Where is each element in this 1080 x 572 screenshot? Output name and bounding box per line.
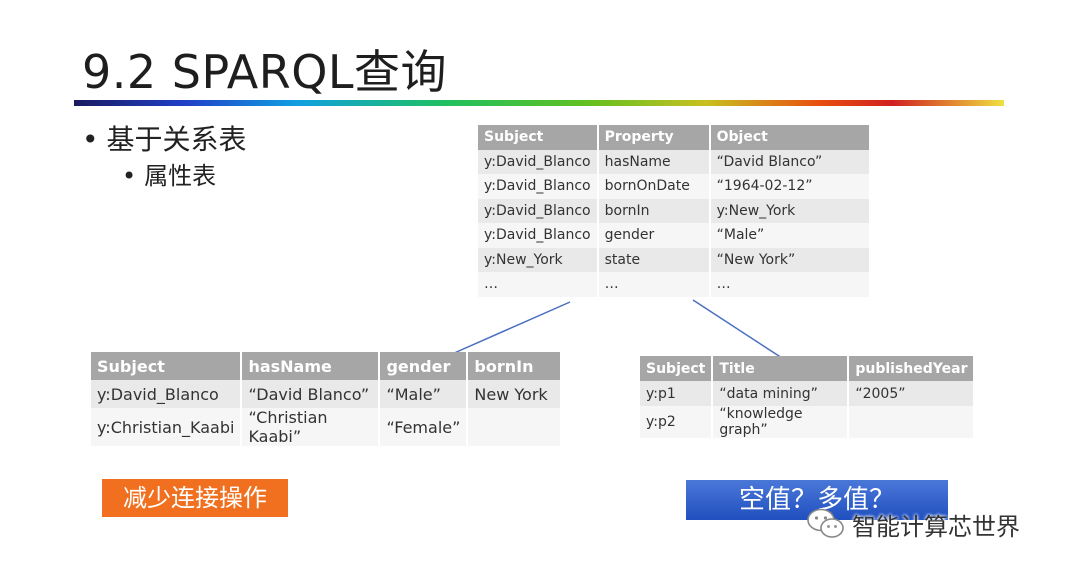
title-underline xyxy=(74,100,1004,106)
watermark-text: 智能计算芯世界 xyxy=(852,512,1020,541)
bullet-level2-text: 属性表 xyxy=(144,162,217,190)
table-cell: New York xyxy=(467,380,563,408)
table-cell: “New York” xyxy=(709,247,871,272)
connector-right xyxy=(692,299,783,359)
header-cell: bornIn xyxy=(467,352,563,380)
header-cell: Property xyxy=(597,125,711,150)
table-cell: “knowledge graph” xyxy=(712,406,850,438)
table-cell: y:David_Blanco xyxy=(478,198,599,223)
header-cell: Title xyxy=(712,356,850,381)
watermark: 智能计算芯世界 xyxy=(806,506,1020,542)
table-cell: y:Christian_Kaabi xyxy=(91,408,243,446)
table-cell: “Male” xyxy=(709,223,871,248)
table-cell: … xyxy=(709,272,871,297)
reduce-joins-callout: 减少连接操作 xyxy=(102,479,288,517)
table-cell: “Christian Kaabi” xyxy=(241,408,381,446)
table-row: y:David_Blanco bornIn y:New_York xyxy=(478,198,871,223)
table-cell: y:David_Blanco xyxy=(91,380,243,408)
property-table: Subject hasName gender bornIn y:David_Bl… xyxy=(91,352,563,446)
wechat-icon xyxy=(807,508,844,538)
bullet-level1-text: 基于关系表 xyxy=(106,123,247,156)
table-header-row: Subject hasName gender bornIn xyxy=(91,352,563,380)
header-cell: Subject xyxy=(91,352,243,380)
table-cell: … xyxy=(597,272,711,297)
connector-left xyxy=(451,301,571,355)
table-cell: y:New_York xyxy=(709,198,871,223)
table-cell: bornIn xyxy=(597,198,711,223)
table-cell: “David Blanco” xyxy=(709,149,871,174)
table-cell: state xyxy=(597,247,711,272)
table-row: y:Christian_Kaabi “Christian Kaabi” “Fem… xyxy=(91,408,563,446)
table-row: y:David_Blanco hasName “David Blanco” xyxy=(478,149,871,174)
table-row: y:David_Blanco bornOnDate “1964-02-12” xyxy=(478,174,871,199)
table-row: y:New_York state “New York” xyxy=(478,247,871,272)
publication-table: Subject Title publishedYear y:p1 “data m… xyxy=(640,356,976,438)
table-cell: bornOnDate xyxy=(597,174,711,199)
table-row: y:p1 “data mining” “2005” xyxy=(640,381,976,406)
triple-table: Subject Property Object y:David_Blanco h… xyxy=(478,125,871,297)
table-cell: y:p2 xyxy=(640,406,714,438)
table-cell: y:p1 xyxy=(640,381,714,406)
bullet-dot: • xyxy=(122,162,137,190)
header-cell: gender xyxy=(379,352,469,380)
header-cell: Subject xyxy=(640,356,714,381)
table-cell: “2005” xyxy=(848,381,976,406)
header-cell: Subject xyxy=(478,125,599,150)
bullet-level2: •属性表 xyxy=(122,156,216,191)
table-cell xyxy=(467,408,563,446)
table-cell xyxy=(848,406,976,438)
table-cell: “Male” xyxy=(379,380,469,408)
header-cell: Object xyxy=(709,125,871,150)
table-cell: … xyxy=(478,272,599,297)
table-row: y:David_Blanco gender “Male” xyxy=(478,223,871,248)
table-cell: gender xyxy=(597,223,711,248)
table-row: … … … xyxy=(478,272,871,297)
table-header-row: Subject Title publishedYear xyxy=(640,356,976,381)
table-header-row: Subject Property Object xyxy=(478,125,871,150)
table-cell: “David Blanco” xyxy=(241,380,381,408)
header-cell: publishedYear xyxy=(848,356,976,381)
bullet-dot: • xyxy=(82,123,99,156)
table-cell: y:David_Blanco xyxy=(478,174,599,199)
bullet-level1: •基于关系表 xyxy=(82,118,247,158)
table-row: y:David_Blanco “David Blanco” “Male” New… xyxy=(91,380,563,408)
header-cell: hasName xyxy=(241,352,381,380)
table-cell: y:David_Blanco xyxy=(478,223,599,248)
table-cell: hasName xyxy=(597,149,711,174)
table-row: y:p2 “knowledge graph” xyxy=(640,406,976,438)
slide-title: 9.2 SPARQL查询 xyxy=(82,45,448,99)
table-cell: y:David_Blanco xyxy=(478,149,599,174)
table-cell: “Female” xyxy=(379,408,469,446)
table-cell: “1964-02-12” xyxy=(709,174,871,199)
table-cell: y:New_York xyxy=(478,247,599,272)
table-cell: “data mining” xyxy=(712,381,850,406)
